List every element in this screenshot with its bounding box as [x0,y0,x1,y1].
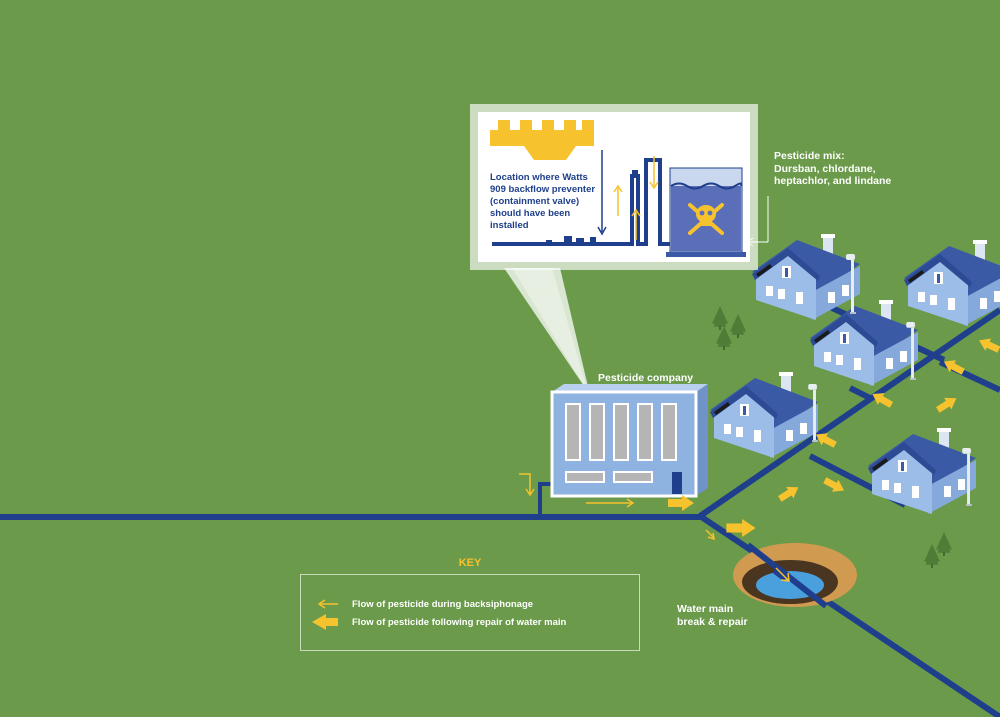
callout-box [470,104,758,270]
skull-crossbones-icon [688,203,724,235]
key-thick-arrow [312,614,338,630]
faucet-icon [490,120,594,160]
water-main-break-label: Water main break & repair [677,603,748,628]
tree-icon [936,532,952,556]
tree-icon [716,326,732,350]
legend-title: KEY [458,557,482,569]
tree-icon [712,306,728,330]
legend-item-backsiphonage: Flow of pesticide during backsiphonage [352,599,534,610]
legend-item-following-repair: Flow of pesticide following repair of wa… [352,617,567,628]
house-icon [752,234,860,320]
pesticide-mix-label: Pesticide mix: Dursban, chlordane, hepta… [774,150,892,187]
water-main-break-pit [733,542,857,609]
pesticide-company-label: Pesticide company [598,372,694,384]
house-icon [904,240,1000,326]
water-main-pipe [0,514,704,520]
callout-text: Location where Watts 909 backflow preven… [490,172,596,231]
house-icon [868,428,976,514]
key-thin-arrow [317,599,338,609]
backsiphonage-arrows [519,473,790,582]
house-icon [810,300,918,386]
callout-pointer [504,268,590,395]
water-main-branch-up [698,307,1000,519]
pesticide-company-building [550,384,708,498]
legend-box: KEY Flow of pesticide during backsiphona… [300,557,640,651]
tree-icon [730,314,746,338]
